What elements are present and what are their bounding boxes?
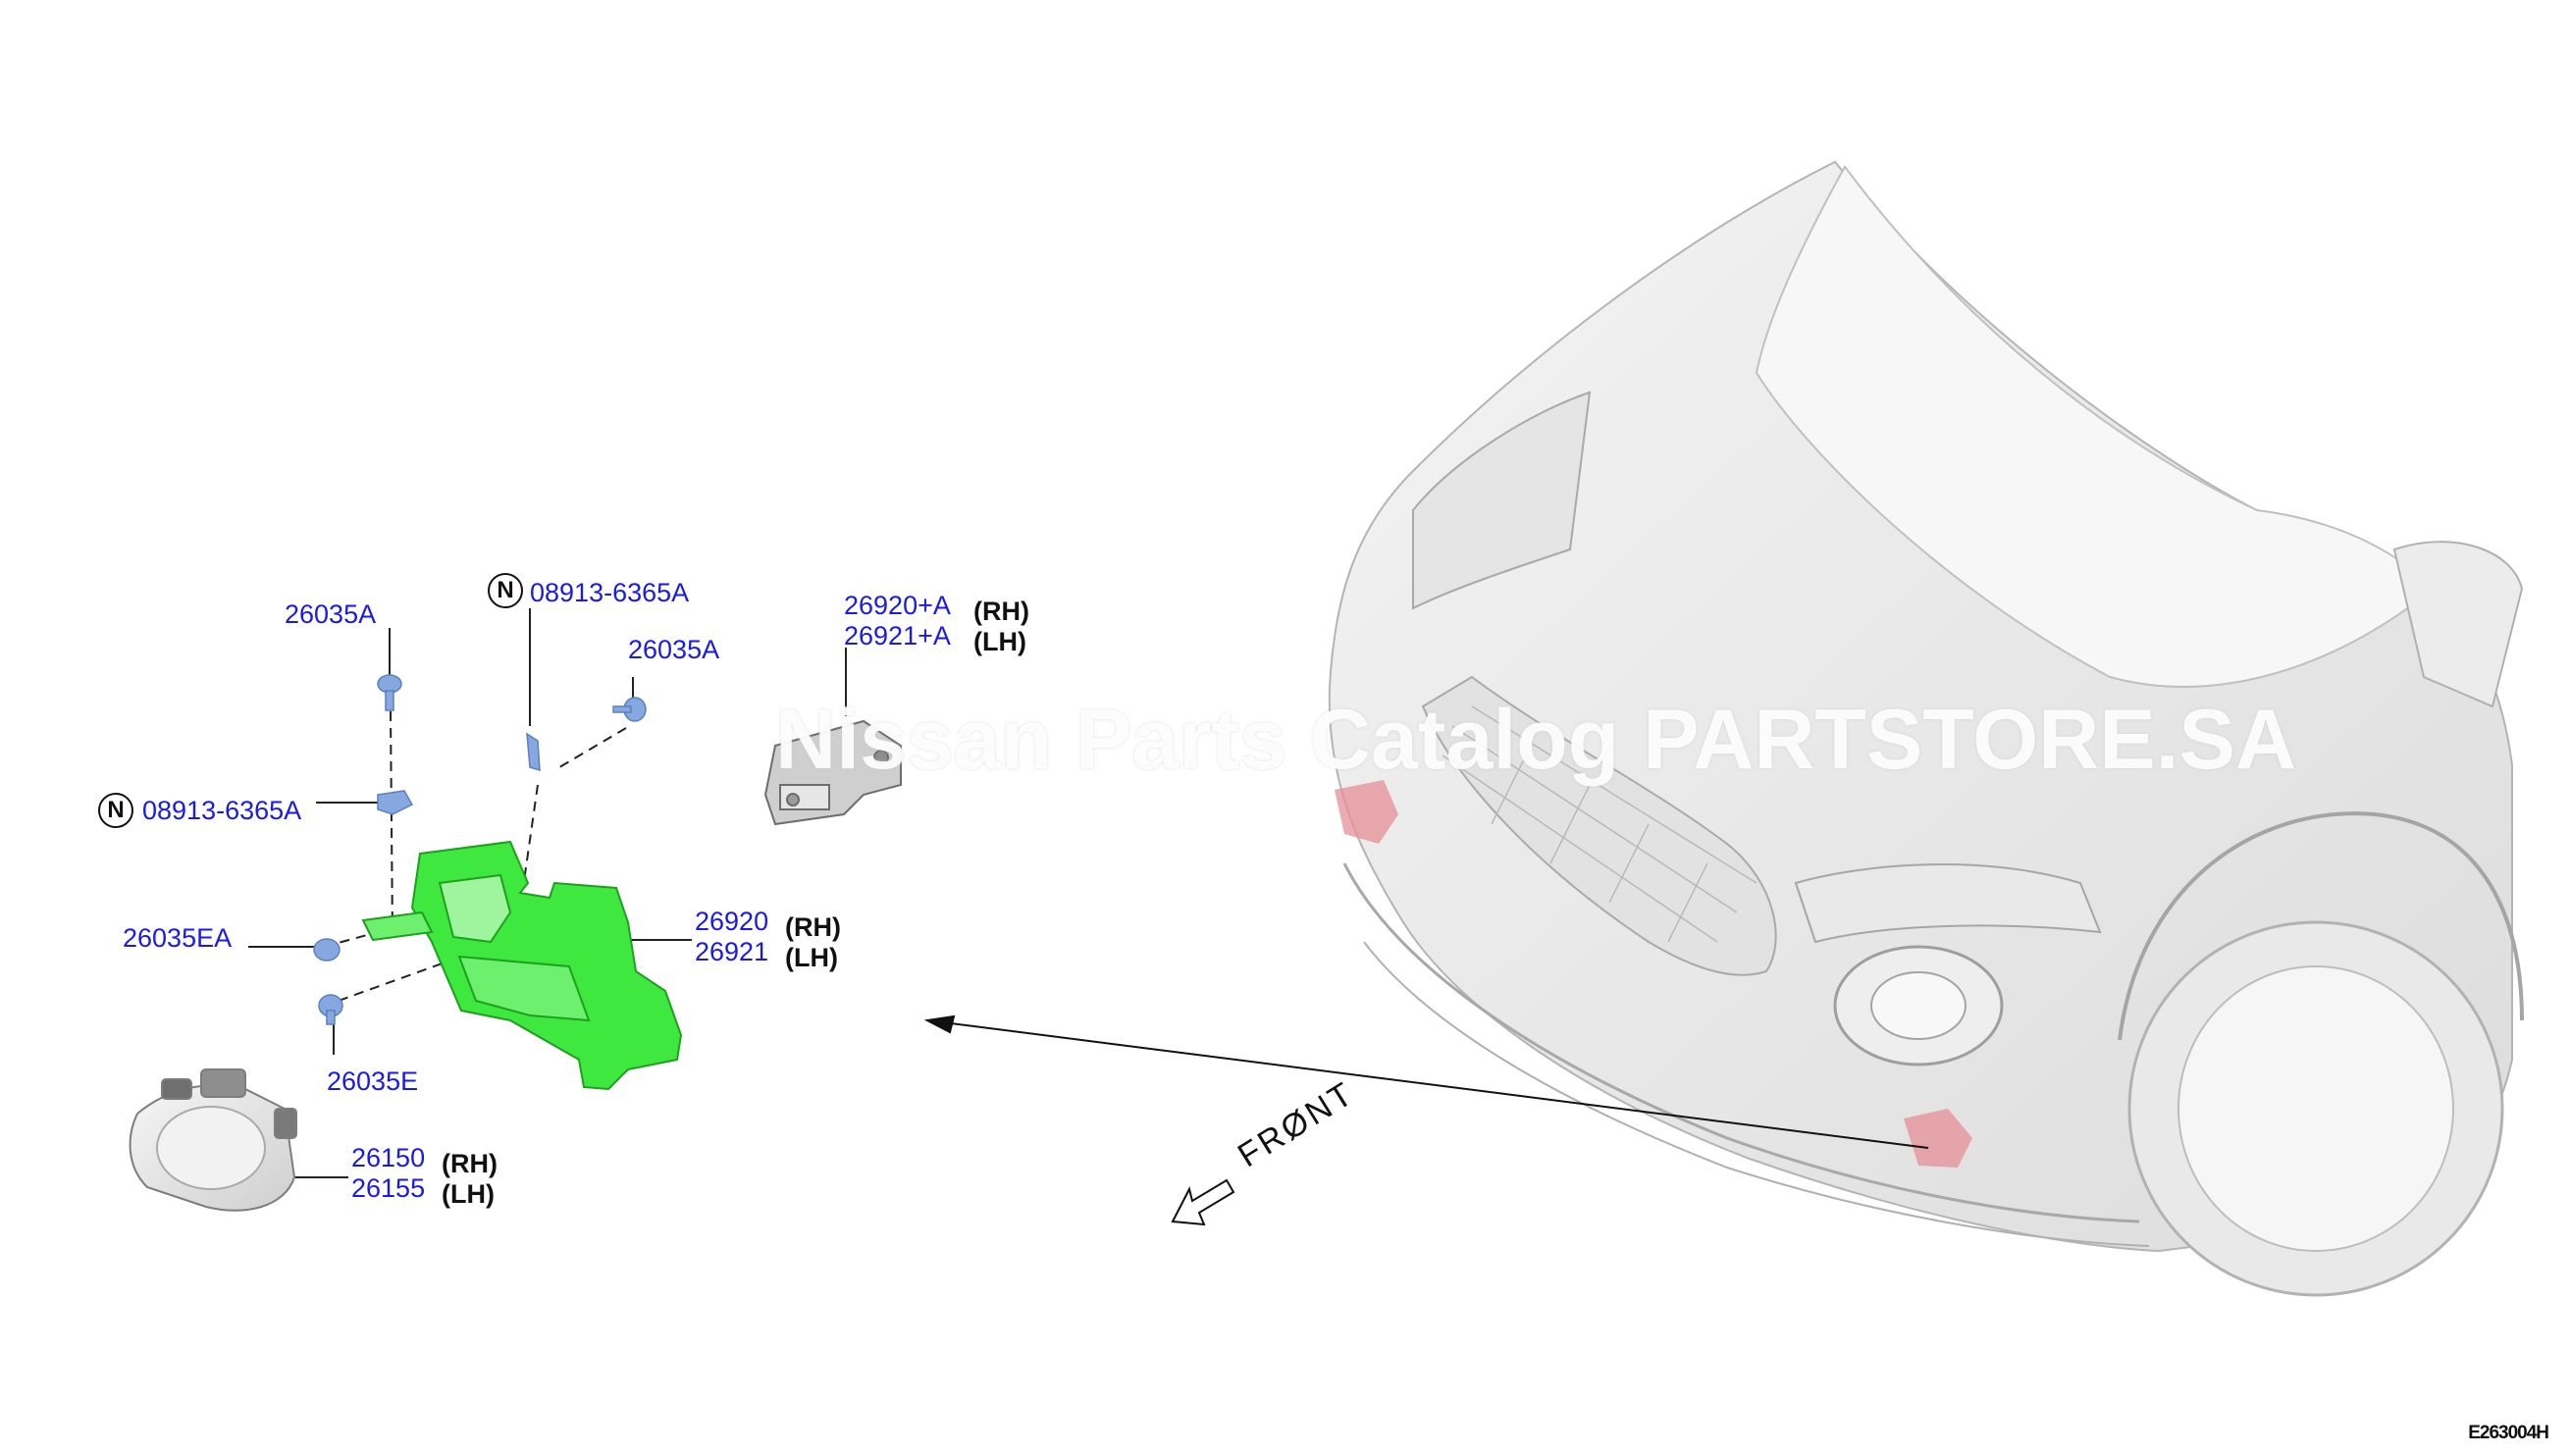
- callout-26035a-right[interactable]: 26035A: [628, 635, 720, 664]
- n-mark-badge: N: [488, 573, 523, 608]
- callout-08913-6365a-left[interactable]: 08913-6365A: [142, 796, 302, 825]
- callout-26035e[interactable]: 26035E: [327, 1066, 419, 1096]
- clip-part[interactable]: [612, 697, 647, 722]
- side-label-rh: (RH): [442, 1149, 498, 1178]
- callout-26920[interactable]: 26920: [695, 907, 769, 936]
- radar-sensor-bracket-part[interactable]: [763, 719, 902, 826]
- callout-26035ea[interactable]: 26035EA: [123, 923, 233, 953]
- clip-part[interactable]: [313, 938, 341, 962]
- n-mark-badge: N: [98, 793, 133, 828]
- sensor-location-highlight-right: [1904, 1109, 1972, 1168]
- location-pointer-arrow: [923, 1014, 1929, 1149]
- side-label-rh: (RH): [785, 912, 841, 942]
- watermark: Nissan Parts Catalog PARTSTORE.SA: [775, 693, 2296, 787]
- side-label-lh: (LH): [785, 943, 838, 972]
- clip-part[interactable]: [377, 674, 402, 711]
- bolt-part[interactable]: [526, 732, 541, 772]
- sensor-location-highlight-left: [1335, 780, 1398, 844]
- side-label-lh: (LH): [442, 1179, 495, 1209]
- fog-lamp-part[interactable]: [129, 1068, 297, 1212]
- front-direction-arrow: [1171, 1178, 1235, 1226]
- side-label-rh: (RH): [973, 597, 1029, 626]
- vehicle-front-illustration: [1328, 160, 2524, 1297]
- callout-26155[interactable]: 26155: [351, 1173, 426, 1203]
- callout-26920-a[interactable]: 26920+A: [844, 591, 951, 620]
- callout-26921-a[interactable]: 26921+A: [844, 621, 951, 650]
- callout-08913-6365a-top[interactable]: 08913-6365A: [530, 578, 690, 607]
- sensor-bracket-part[interactable]: [361, 840, 683, 1091]
- bolt-part[interactable]: [377, 790, 414, 815]
- side-label-lh: (LH): [973, 627, 1026, 656]
- callout-26035a-top[interactable]: 26035A: [285, 599, 377, 629]
- callout-26150[interactable]: 26150: [351, 1143, 426, 1172]
- callout-26921[interactable]: 26921: [695, 937, 769, 966]
- diagram-code: E263004H: [2468, 1423, 2549, 1443]
- clip-part[interactable]: [318, 994, 343, 1025]
